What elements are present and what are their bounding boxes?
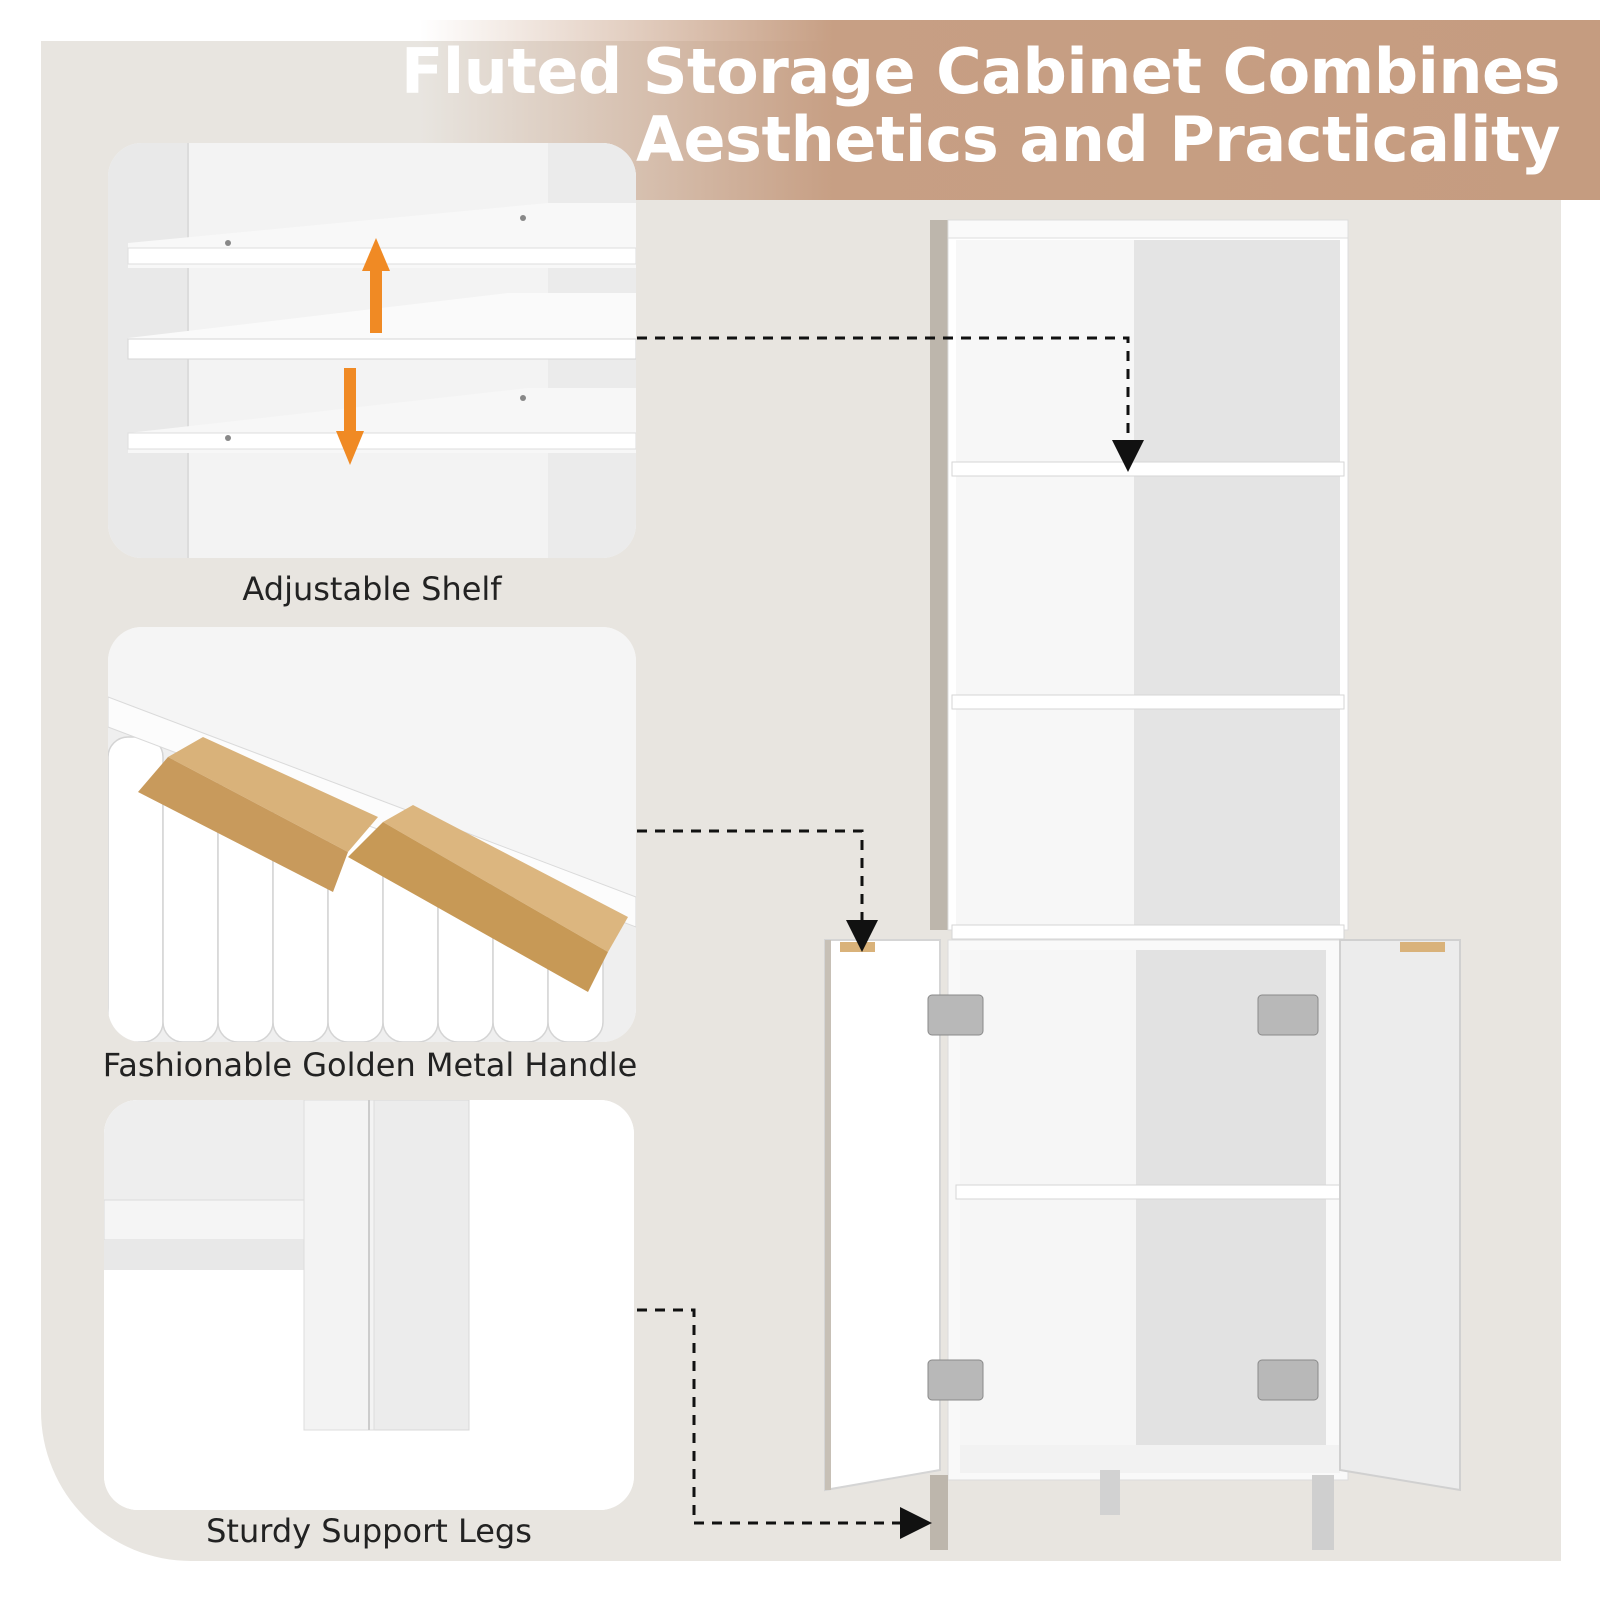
arrow-up-icon: [362, 238, 390, 333]
shelf-detail-photo: [108, 143, 636, 558]
feature-caption-legs: Sturdy Support Legs: [206, 1512, 532, 1550]
cabinet-illustration: [800, 200, 1480, 1560]
page-title: Fluted Storage Cabinet Combines Aestheti…: [400, 35, 1561, 176]
feature-caption-handle: Fashionable Golden Metal Handle: [102, 1046, 638, 1084]
legs-detail-photo: [104, 1100, 634, 1510]
arrow-down-icon: [336, 368, 364, 465]
title-line-1: Fluted Storage Cabinet Combines: [400, 35, 1561, 108]
gold-handle-icon: [138, 737, 628, 992]
title-line-2: Aesthetics and Practicality: [636, 103, 1560, 176]
handle-detail-photo: [108, 627, 636, 1042]
feature-caption-shelf: Adjustable Shelf: [242, 570, 502, 608]
